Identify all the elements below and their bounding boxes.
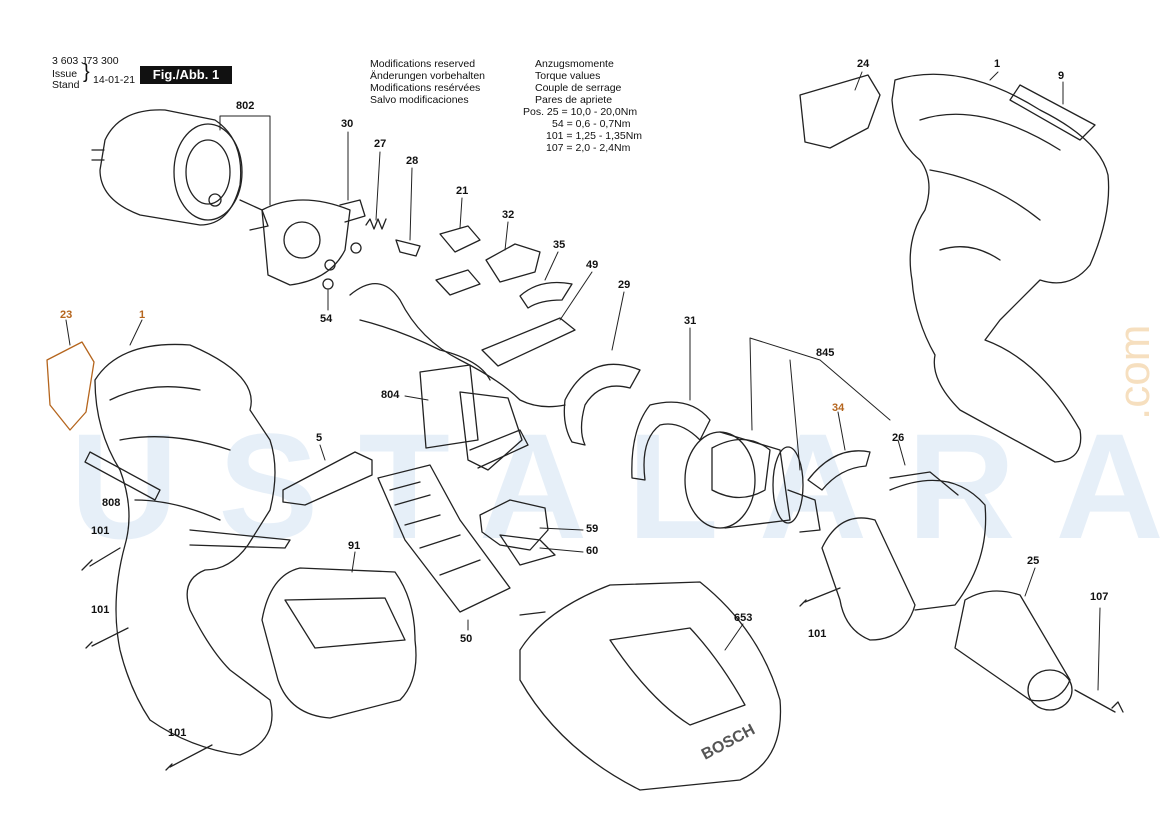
callout-845: 845	[816, 347, 835, 359]
charger-cable	[519, 611, 546, 616]
callout-9: 9	[1058, 70, 1065, 82]
mod-note-3: Modifications resérvées	[370, 82, 481, 94]
screw-107	[1074, 689, 1124, 713]
callout-24: 24	[857, 58, 870, 70]
callout-35: 35	[553, 239, 566, 251]
callout-60: 60	[586, 545, 599, 557]
torque-row-3: 101 = 1,25 - 1,35Nm	[546, 130, 643, 142]
figure-label: Fig./Abb. 1	[140, 66, 232, 84]
callout-101-b: 101	[91, 604, 110, 616]
callout-54: 54	[320, 313, 333, 325]
nut-54	[322, 278, 334, 290]
bracket-32	[485, 243, 541, 283]
callout-21: 21	[456, 185, 469, 197]
torque-row-1: Pos. 25 = 10,0 - 20,0Nm	[523, 106, 638, 118]
screw-101d	[799, 587, 841, 607]
pcb-49	[481, 317, 576, 367]
callout-50: 50	[460, 633, 473, 645]
issue-date: 14-01-21	[93, 74, 136, 86]
callout-101-c: 101	[168, 727, 187, 739]
cover-23	[46, 341, 95, 431]
callout-804: 804	[381, 389, 400, 401]
housing-26	[821, 471, 987, 641]
callout-31: 31	[684, 315, 697, 327]
callout-101-d: 101	[808, 628, 827, 640]
callout-1-right: 1	[994, 58, 1001, 70]
charger-brand: BOSCH	[699, 721, 758, 763]
stand-label: Stand	[52, 79, 80, 91]
gearbox-845	[684, 431, 821, 533]
charger-653	[519, 581, 782, 791]
callout-107: 107	[1090, 591, 1109, 603]
torque-title-4: Pares de apriete	[535, 94, 613, 106]
callout-28: 28	[406, 155, 419, 167]
pad-59	[479, 499, 549, 551]
callout-49: 49	[586, 259, 599, 271]
callout-23: 23	[60, 309, 73, 321]
callout-101-a: 101	[91, 525, 110, 537]
torque-row-2: 54 = 0,6 - 0,7Nm	[552, 118, 631, 130]
chuck-25	[954, 590, 1073, 711]
torque-title-1: Anzugsmomente	[535, 58, 614, 70]
brace: }	[83, 61, 90, 83]
slider-35	[519, 281, 573, 309]
cover-5	[282, 451, 373, 506]
electronics-50	[377, 464, 511, 613]
issue-label: Issue	[52, 68, 78, 80]
screw-101b	[85, 627, 129, 649]
callout-34: 34	[832, 402, 845, 414]
screw-101c	[165, 744, 213, 771]
gear-29	[563, 363, 641, 446]
callout-25: 25	[1027, 555, 1040, 567]
spring-27	[365, 218, 387, 230]
callout-26: 26	[892, 432, 905, 444]
callout-808: 808	[102, 497, 121, 509]
callout-653: 653	[734, 612, 753, 624]
watermark: USTALARA	[70, 402, 1169, 570]
switch-804	[419, 364, 529, 471]
cover-24	[799, 74, 881, 149]
motor-plate-30	[261, 199, 366, 286]
callout-91: 91	[348, 540, 361, 552]
switch-knob-21	[439, 225, 481, 253]
torque-row-4: 107 = 2,0 - 2,4Nm	[546, 142, 631, 154]
callout-27: 27	[374, 138, 387, 150]
torque-title-2: Torque values	[535, 70, 601, 82]
mod-note-2: Änderungen vorbehalten	[370, 70, 486, 82]
callout-59: 59	[586, 523, 599, 535]
ring-31	[631, 401, 711, 481]
callout-29: 29	[618, 279, 631, 291]
screw-101a	[81, 547, 121, 571]
part-number: 3 603 J73 300	[52, 55, 119, 67]
callout-30: 30	[341, 118, 354, 130]
callout-32: 32	[502, 209, 515, 221]
leader-lines	[65, 71, 1101, 691]
housing-half-1-right	[799, 73, 1110, 463]
label-9	[1009, 84, 1096, 141]
callout-802: 802	[236, 100, 255, 112]
callout-5: 5	[316, 432, 323, 444]
pad-60	[499, 534, 556, 566]
callout-1-left: 1	[139, 309, 146, 321]
mod-note-4: Salvo modificaciones	[370, 94, 469, 106]
pin-28	[395, 239, 421, 257]
motor-802	[91, 109, 269, 231]
clutch-34	[807, 450, 871, 491]
torque-title-3: Couple de serrage	[535, 82, 622, 94]
label-808	[84, 451, 161, 501]
housing-half-1-left	[46, 341, 291, 756]
battery-91	[261, 567, 417, 719]
mod-note-1: Modifications reserved	[370, 58, 476, 70]
